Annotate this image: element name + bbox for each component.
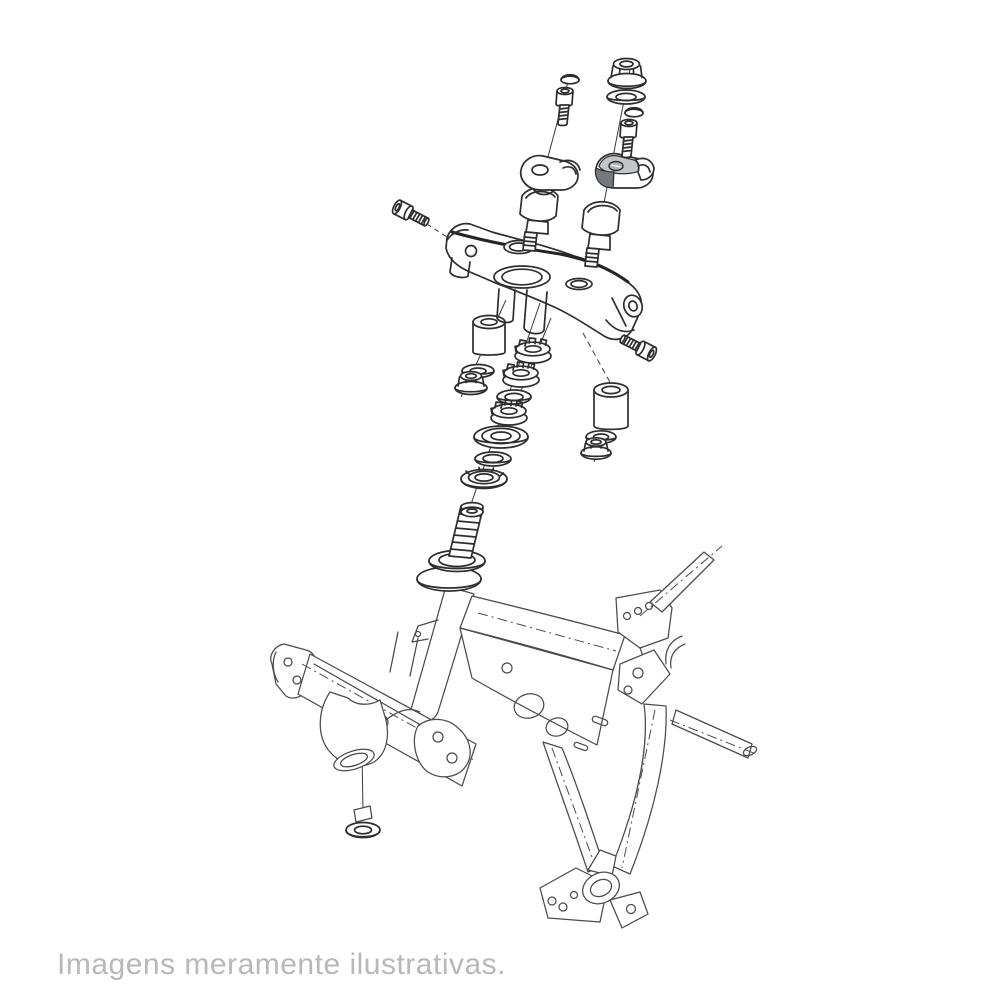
socket-bolt-left-column <box>555 86 574 127</box>
handlebar-clamp-right-highlighted <box>594 152 655 189</box>
socket-bolt-right-column <box>619 118 638 159</box>
dust-cap-right <box>624 106 644 118</box>
flange-nut-right <box>580 436 612 461</box>
steering-stem <box>416 501 486 592</box>
bearing <box>460 466 508 490</box>
handlebar-riser-left <box>519 186 559 252</box>
handlebar-riser-right <box>581 200 621 268</box>
socket-bolt-pinch-right <box>619 334 658 362</box>
frame <box>270 545 758 929</box>
upper-triple-clamp <box>445 222 644 341</box>
castle-nut-c <box>490 399 528 426</box>
stem-cap <box>460 506 484 518</box>
dust-seal-thin <box>474 451 512 467</box>
castle-nut-b <box>502 361 540 388</box>
caption: Imagens meramente ilustrativas. <box>57 948 507 981</box>
socket-bolt-pinch-left <box>391 199 430 227</box>
washer-mid <box>496 389 532 405</box>
handlebar-clamp-left <box>519 154 581 196</box>
spacer-bushing-right <box>593 382 629 431</box>
castle-nut-a <box>514 337 552 364</box>
flange-lock-nut-top <box>607 57 647 90</box>
grommet <box>345 805 381 839</box>
dust-cap-left <box>560 73 580 85</box>
flange-nut-left <box>454 370 488 396</box>
washer-top <box>606 89 646 105</box>
dust-seal-large <box>473 425 529 449</box>
